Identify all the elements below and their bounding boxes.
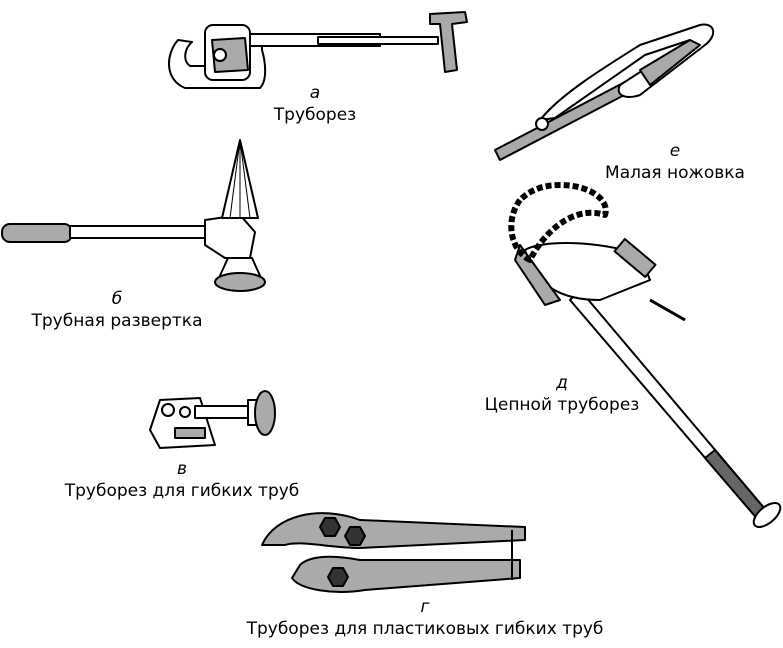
caption-chain-pipe-cutter: д Цепной труборез bbox=[485, 372, 640, 416]
caption-plastic-pipe-cutter: г Труборез для пластиковых гибких труб bbox=[247, 596, 604, 640]
chain-pipe-cutter-drawing bbox=[508, 182, 782, 528]
caption-pipe-cutter: а Труборез bbox=[274, 82, 356, 126]
caption-hacksaw: е Малая ножовка bbox=[605, 140, 745, 184]
caption-name: Трубная развертка bbox=[31, 311, 203, 331]
caption-name: Труборез для пластиковых гибких труб bbox=[246, 619, 604, 639]
caption-letter: б bbox=[111, 289, 123, 309]
plastic-pipe-cutter-drawing bbox=[261, 512, 526, 593]
caption-pipe-reamer: б Трубная развертка bbox=[32, 288, 203, 332]
caption-letter: а bbox=[309, 83, 321, 103]
caption-letter: в bbox=[176, 459, 188, 479]
caption-letter: е bbox=[669, 141, 681, 161]
pipe-cutter-drawing bbox=[167, 11, 468, 89]
hacksaw-drawing bbox=[494, 23, 715, 161]
caption-name: Труборез для гибких труб bbox=[64, 481, 300, 501]
caption-name: Труборез bbox=[273, 105, 357, 125]
caption-name: Малая ножовка bbox=[605, 163, 745, 183]
tube-cutter-drawing bbox=[149, 390, 276, 449]
caption-tube-cutter: в Труборез для гибких труб bbox=[65, 458, 300, 502]
pipe-reamer-drawing bbox=[1, 139, 266, 292]
caption-name: Цепной труборез bbox=[484, 395, 640, 415]
caption-letter: д bbox=[556, 373, 568, 393]
caption-letter: г bbox=[420, 597, 430, 617]
